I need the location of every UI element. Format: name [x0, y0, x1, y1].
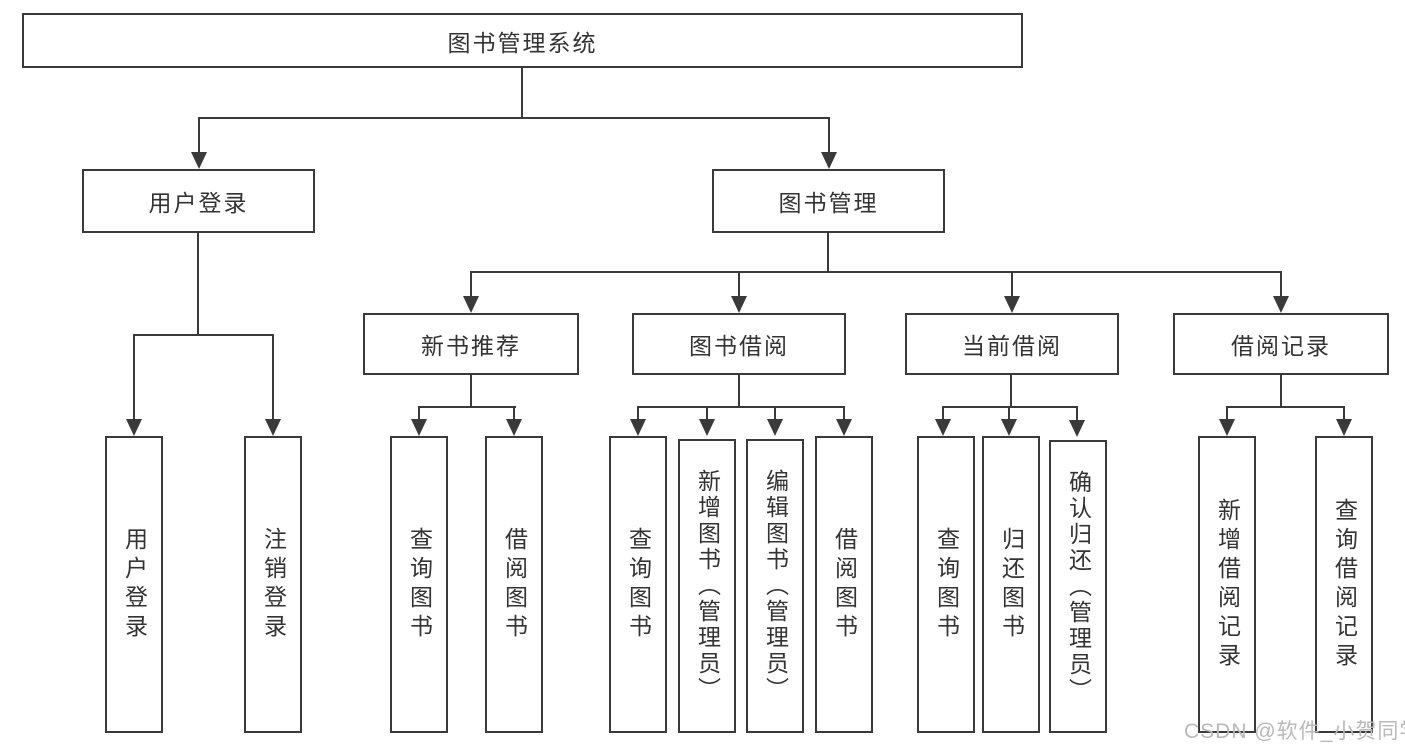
arrowhead-down-icon [699, 419, 715, 436]
arrowhead-down-icon [411, 419, 427, 436]
connector-line [1280, 375, 1282, 407]
leaf-user-login: 用户登录 [105, 436, 163, 733]
arrowhead-down-icon [1219, 419, 1235, 436]
arrowhead-down-icon [191, 152, 207, 169]
connector-line [418, 406, 420, 421]
connector-line [198, 117, 830, 119]
arrowhead-down-icon [1069, 420, 1085, 437]
arrowhead-down-icon [767, 419, 783, 436]
connector-line [1280, 271, 1282, 298]
leaf-add-borrow-record: 新增借阅记录 [1198, 436, 1256, 733]
connector-line [133, 334, 135, 421]
connector-line [197, 233, 199, 336]
connector-line [1008, 406, 1010, 421]
leaf-add-book-admin: 新增图书（管理员） [678, 439, 736, 733]
csdn-watermark: CSDN @软件_小贺同学 [1184, 720, 1405, 743]
connector-line [738, 271, 740, 298]
connector-line [1226, 406, 1228, 421]
connector-line [470, 271, 472, 298]
arrowhead-down-icon [1273, 296, 1289, 313]
connector-line [470, 271, 1282, 273]
arrowhead-down-icon [935, 419, 951, 436]
arrowhead-down-icon [126, 419, 142, 436]
node-new-book-recommend: 新书推荐 [363, 313, 579, 375]
leaf-borrow-books-recommend: 借阅图书 [485, 436, 543, 733]
leaf-confirm-return-admin: 确认归还（管理员） [1049, 440, 1107, 733]
connector-line [521, 68, 523, 118]
connector-line [637, 406, 845, 408]
connector-line [637, 406, 639, 421]
arrowhead-down-icon [1336, 419, 1352, 436]
connector-line [198, 117, 200, 155]
connector-line [843, 406, 845, 421]
node-book-management: 图书管理 [712, 169, 945, 233]
node-borrowing-records: 借阅记录 [1173, 313, 1389, 375]
arrowhead-down-icon [836, 419, 852, 436]
node-current-borrowing: 当前借阅 [905, 313, 1119, 375]
connector-line [828, 117, 830, 155]
leaf-query-books-current: 查询图书 [917, 436, 975, 733]
connector-line [1226, 406, 1345, 408]
leaf-return-books: 归还图书 [982, 436, 1040, 733]
leaf-edit-book-admin: 编辑图书（管理员） [746, 439, 804, 733]
leaf-query-books-recommend: 查询图书 [390, 436, 448, 733]
connector-line [418, 406, 516, 408]
connector-line [133, 334, 274, 336]
connector-line [706, 406, 708, 421]
connector-line [1010, 375, 1012, 407]
arrowhead-down-icon [265, 419, 281, 436]
node-user-login: 用户登录 [82, 169, 315, 233]
arrowhead-down-icon [1004, 296, 1020, 313]
connector-line [827, 233, 829, 273]
connector-line [774, 406, 776, 421]
leaf-logout: 注销登录 [244, 436, 302, 733]
arrowhead-down-icon [506, 419, 522, 436]
node-book-borrowing: 图书借阅 [632, 313, 846, 375]
connector-line [1076, 406, 1078, 421]
leaf-borrow-books-borrowing: 借阅图书 [815, 436, 873, 733]
node-root: 图书管理系统 [22, 13, 1023, 68]
connector-line [272, 334, 274, 421]
arrowhead-down-icon [821, 152, 837, 169]
leaf-query-borrow-record: 查询借阅记录 [1315, 436, 1373, 733]
arrowhead-down-icon [463, 296, 479, 313]
connector-line [513, 406, 515, 421]
connector-line [942, 406, 1078, 408]
connector-line [1343, 406, 1345, 421]
connector-line [1011, 271, 1013, 298]
arrowhead-down-icon [1001, 419, 1017, 436]
connector-line [942, 406, 944, 421]
arrowhead-down-icon [630, 419, 646, 436]
leaf-query-books-borrowing: 查询图书 [609, 436, 667, 733]
arrowhead-down-icon [731, 296, 747, 313]
connector-line [470, 375, 472, 407]
connector-line [738, 375, 740, 407]
